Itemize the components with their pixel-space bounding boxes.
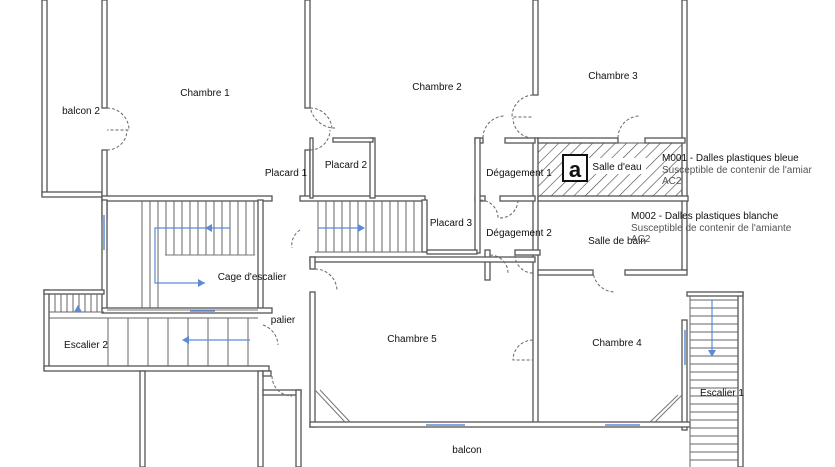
label-balcon2: balcon 2 (62, 106, 100, 117)
material-notes: M001 - Dalles plastiques bleue Susceptib… (631, 153, 812, 245)
chamfer-lines (314, 389, 683, 423)
label-chambre5: Chambre 5 (387, 334, 437, 345)
note-m002-sub: Susceptible de contenir de l'amiante (631, 223, 792, 234)
label-chambre4: Chambre 4 (592, 338, 642, 349)
label-escalier2: Escalier 2 (64, 340, 108, 351)
stair-escalier2 (49, 294, 258, 366)
note-m001-title: M001 - Dalles plastiques bleue (662, 153, 799, 164)
label-cage: Cage d'escalier (218, 272, 287, 283)
stair-cage (107, 201, 258, 311)
label-salle-bain: Salle de bain (588, 236, 646, 247)
label-placard2: Placard 2 (325, 160, 368, 171)
windows (103, 215, 686, 426)
label-chambre2: Chambre 2 (412, 82, 462, 93)
label-chambre1: Chambre 1 (180, 88, 230, 99)
label-placard1: Placard 1 (265, 168, 308, 179)
exterior-walls (41, 0, 688, 431)
label-degagement1: Dégagement 1 (486, 168, 552, 179)
stair-escalier1 (689, 296, 738, 467)
label-chambre3: Chambre 3 (588, 71, 638, 82)
note-m001-sub: Susceptible de contenir de l'amiar (662, 165, 812, 176)
label-palier: palier (271, 315, 296, 326)
stair-arrows (74, 224, 716, 357)
label-placard3: Placard 3 (430, 218, 473, 229)
note-m002-title: M002 - Dalles plastiques blanche (631, 211, 779, 222)
hatch-label-bg (588, 158, 646, 174)
marker-letter: a (569, 157, 582, 182)
marker-a[interactable]: a (562, 154, 588, 182)
note-m002-extra: AC2 (631, 234, 651, 245)
label-escalier1: Escalier 1 (700, 388, 744, 399)
label-degagement2: Dégagement 2 (486, 228, 552, 239)
stair-central (315, 201, 422, 253)
label-salle-eau: Salle d'eau (592, 162, 641, 173)
label-balcon: balcon (452, 445, 481, 456)
note-m001-extra: AC2 (662, 176, 682, 187)
doors (106, 94, 641, 397)
room-labels: Chambre 1 Chambre 2 Chambre 3 balcon 2 P… (62, 71, 744, 456)
